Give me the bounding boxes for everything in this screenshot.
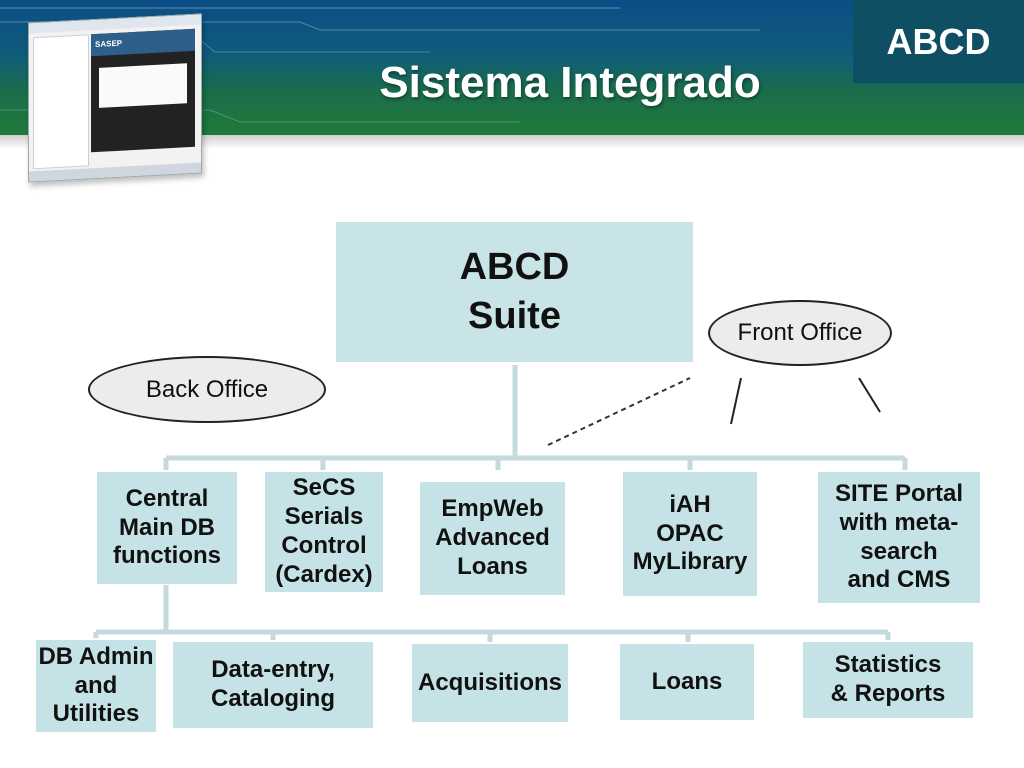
function-loans: Loans bbox=[620, 644, 754, 720]
page-title: Sistema Integrado bbox=[379, 58, 761, 107]
abcd-suite-box: ABCD Suite bbox=[336, 222, 693, 362]
module-secs-serials: SeCS Serials Control (Cardex) bbox=[265, 472, 383, 592]
back-office-ellipse: Back Office bbox=[88, 356, 326, 423]
header-shadow bbox=[0, 135, 1024, 149]
abcd-logo: ABCD bbox=[853, 0, 1024, 83]
module-empweb-loans: EmpWeb Advanced Loans bbox=[420, 482, 565, 595]
function-data-entry: Data-entry, Cataloging bbox=[173, 642, 373, 728]
module-iah-opac: iAH OPAC MyLibrary bbox=[623, 472, 757, 596]
function-acquisitions: Acquisitions bbox=[412, 644, 568, 722]
function-db-admin: DB Admin and Utilities bbox=[36, 640, 156, 732]
module-central-main-db: Central Main DB functions bbox=[97, 472, 237, 584]
function-statistics-reports: Statistics & Reports bbox=[803, 642, 973, 718]
module-site-portal: SITE Portal with meta- search and CMS bbox=[818, 472, 980, 603]
front-office-ellipse: Front Office bbox=[708, 300, 892, 366]
logo-text: ABCD bbox=[886, 20, 991, 62]
